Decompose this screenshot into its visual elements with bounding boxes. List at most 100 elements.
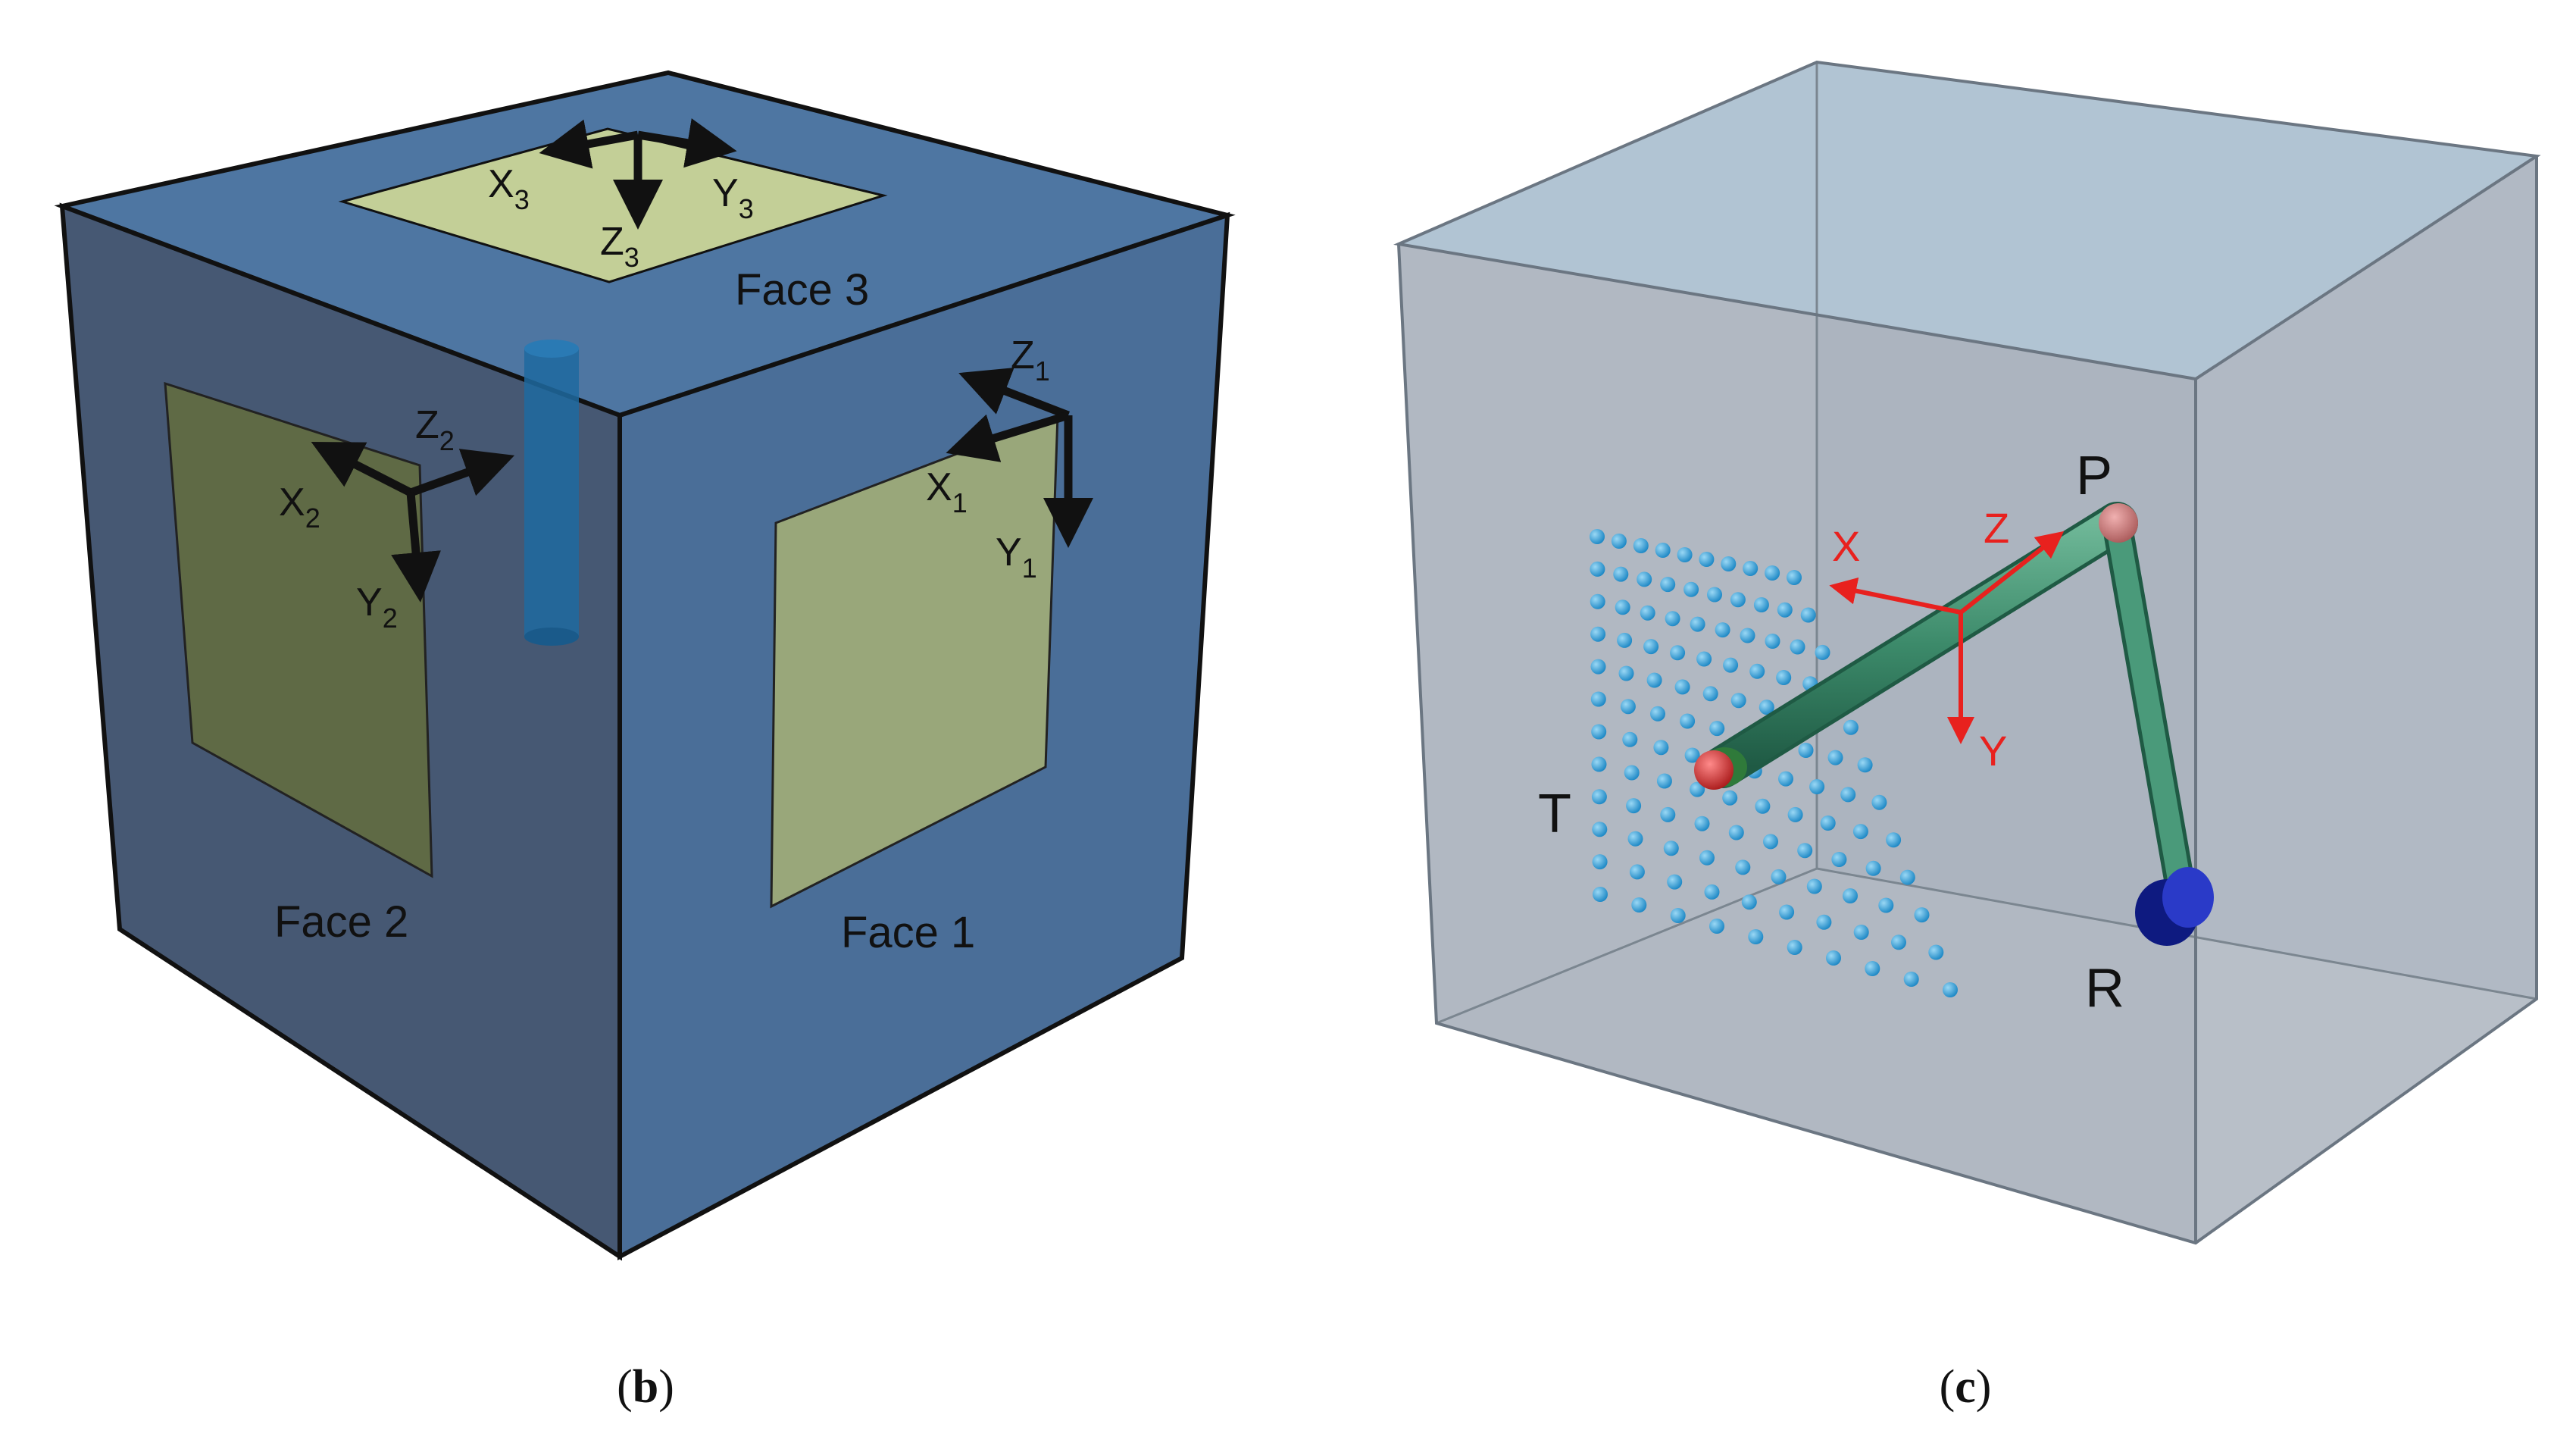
scan-point (1646, 672, 1662, 688)
point-t-label: T (1538, 784, 1571, 844)
scan-point (1827, 750, 1843, 765)
scan-point (1787, 570, 1802, 585)
scan-point (1660, 806, 1676, 822)
scan-point (1674, 679, 1690, 695)
box-right-face (2196, 156, 2537, 1243)
scan-point (1590, 659, 1606, 675)
panel-b-caption: (b) (617, 1361, 674, 1413)
scan-point (1680, 713, 1696, 729)
svg-text:X2: X2 (279, 481, 320, 534)
scan-point (1593, 887, 1608, 902)
face2-axis-x-label: X (279, 481, 305, 524)
face1-axis-z-label: Z (1011, 333, 1035, 377)
scan-point (1696, 651, 1712, 667)
frame-axes (1829, 531, 2065, 744)
scan-point (1826, 950, 1841, 966)
scan-point (1779, 904, 1795, 920)
scan-point (1891, 934, 1906, 950)
scan-point (1741, 894, 1757, 910)
face1-axis-y-sub: 1 (1022, 553, 1037, 584)
face1-label: Face 1 (841, 908, 975, 957)
scan-point (1590, 529, 1605, 544)
scan-point (1787, 806, 1803, 822)
scan-point (1740, 628, 1755, 643)
point-p-label: P (2076, 446, 2112, 506)
scan-point (1806, 878, 1822, 894)
scan-point (1590, 593, 1605, 609)
scan-point (1626, 798, 1642, 814)
scan-point (1656, 773, 1672, 789)
scan-point (1778, 771, 1793, 787)
scan-point (1592, 822, 1608, 837)
scan-point (1591, 756, 1607, 772)
svg-text:Z1: Z1 (1011, 333, 1050, 387)
face3-axes (539, 118, 737, 230)
scan-point (1709, 721, 1725, 737)
frame-axis-y-label: Y (1979, 727, 2007, 775)
scan-point (1755, 798, 1771, 814)
frame-axis-z-label: Z (1984, 504, 2009, 552)
scan-point (1663, 841, 1679, 856)
scan-point (1914, 907, 1930, 923)
transparent-box (1393, 60, 2541, 1245)
scan-point (1622, 731, 1638, 747)
scan-point (1787, 940, 1802, 955)
needle-rod (1702, 502, 2194, 894)
scan-point (1797, 843, 1813, 859)
scan-point (1627, 831, 1643, 847)
face3-axis-z-label: Z (600, 220, 624, 264)
scan-point (1749, 663, 1765, 679)
scan-point (1653, 740, 1669, 756)
scan-point (1650, 706, 1665, 722)
scan-point (1840, 787, 1856, 803)
box-top-face (1399, 62, 2537, 379)
scan-point (1798, 743, 1814, 758)
scan-point (1815, 644, 1830, 660)
scan-point (1878, 897, 1894, 913)
scan-point (1721, 556, 1737, 571)
scan-point (1843, 719, 1859, 735)
scan-point (1730, 592, 1746, 608)
face3-axis-x-label: X (488, 162, 514, 206)
scan-point (1865, 961, 1880, 976)
scan-point (1631, 897, 1647, 913)
scan-point (1640, 605, 1655, 621)
scan-point (1928, 944, 1944, 960)
scan-point (1699, 552, 1715, 567)
scan-point (1715, 622, 1730, 638)
scan-point (1670, 908, 1686, 923)
scan-point (1702, 686, 1718, 702)
scan-point (1765, 634, 1780, 649)
scan-point (1857, 757, 1873, 773)
face2-axis-x-sub: 2 (305, 502, 320, 534)
pivot-point-p (2099, 503, 2138, 543)
face2-label: Face 2 (274, 897, 408, 947)
scan-point (1903, 972, 1919, 987)
svg-text:Y3: Y3 (712, 171, 754, 224)
scan-point (1655, 543, 1671, 558)
svg-text:Z2: Z2 (415, 403, 455, 456)
scan-point (1633, 538, 1649, 553)
scan-point (1853, 925, 1869, 940)
scan-point (1643, 639, 1659, 655)
face3-axis-y-sub: 3 (739, 193, 754, 224)
face3-axis-z-sub: 3 (624, 242, 639, 273)
scan-point (1816, 914, 1832, 930)
scan-point (1637, 571, 1652, 587)
scan-point (1590, 561, 1605, 577)
scan-point (1590, 626, 1606, 642)
scan-point (1592, 854, 1608, 870)
scan-point (1943, 982, 1958, 997)
scan-point (1763, 834, 1778, 850)
face1-axis-y-label: Y (996, 531, 1022, 574)
scan-point (1677, 547, 1693, 562)
svg-text:Y2: Y2 (356, 581, 398, 634)
face2-axis-y-label: Y (356, 581, 383, 625)
transducer-cylinder (524, 340, 579, 646)
scan-point (1886, 832, 1902, 848)
scan-point (1620, 699, 1636, 715)
scan-point (1590, 691, 1606, 707)
panel-c-caption: (c) (1940, 1361, 1992, 1413)
scan-point (1723, 657, 1739, 673)
